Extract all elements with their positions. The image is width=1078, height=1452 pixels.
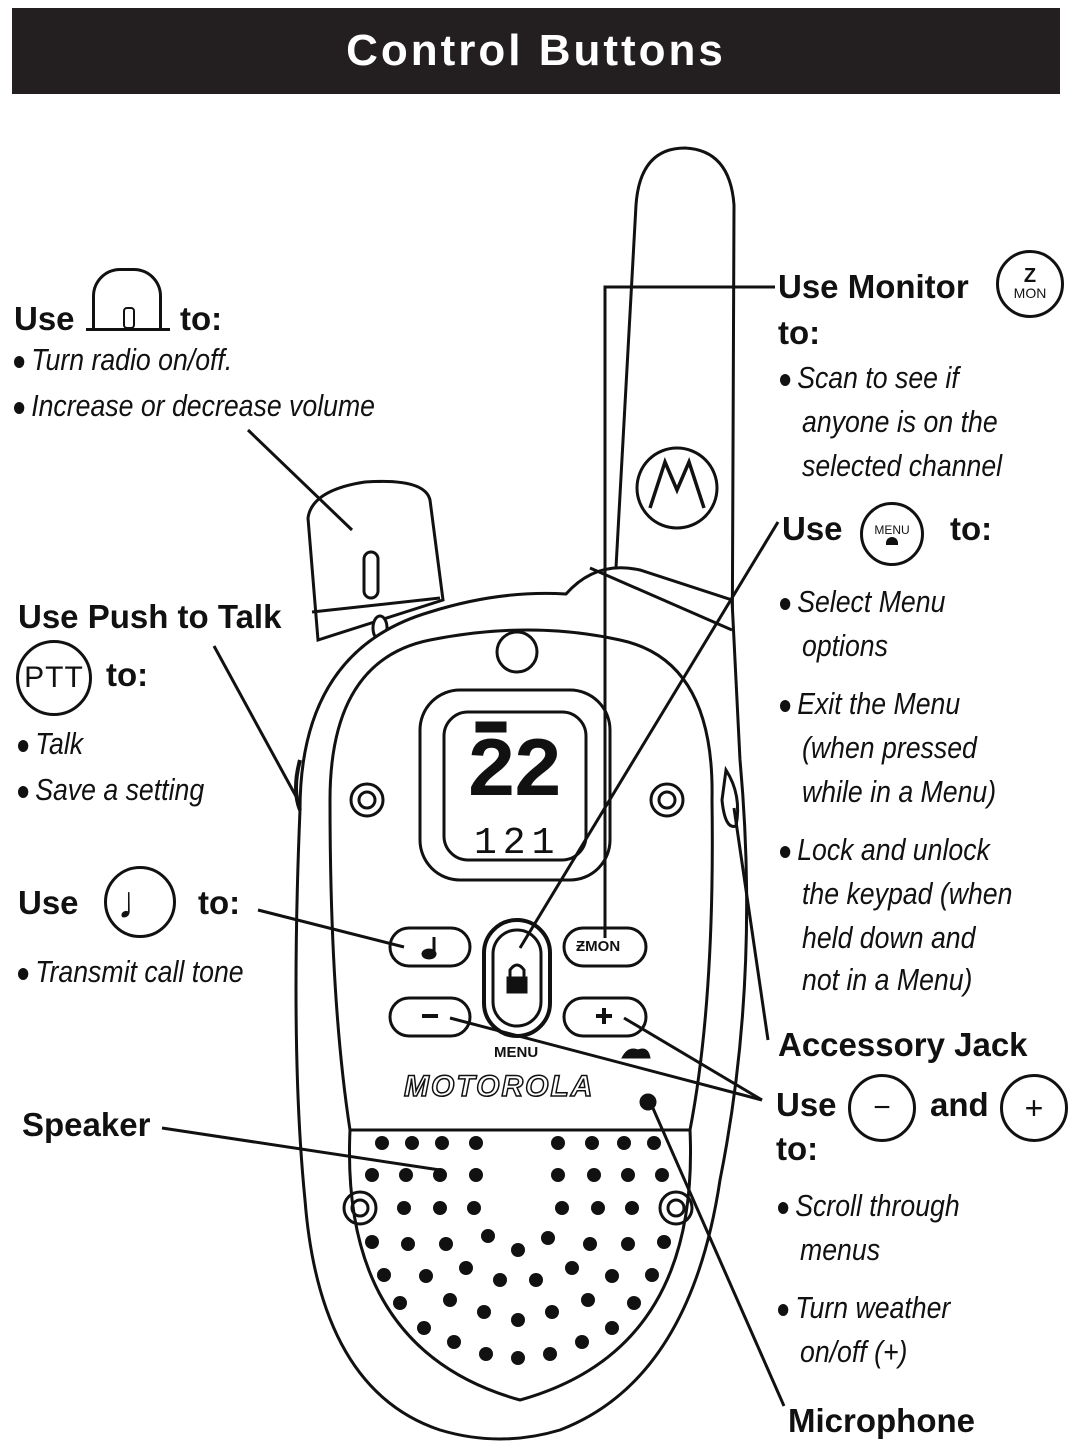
- menu-to-label: to:: [950, 510, 993, 547]
- scroll-use-label: Use: [776, 1086, 837, 1123]
- monitor-small-icon: Ƶ: [576, 938, 586, 955]
- speaker-grille: [365, 1136, 671, 1365]
- scroll-bullet-2: Turn weather: [778, 1290, 950, 1326]
- volume-to-label: to:: [180, 300, 223, 337]
- menu-lock-icon: MENU: [860, 502, 924, 566]
- ptt-bullet-1: Talk: [18, 726, 83, 762]
- display-bezel: [418, 688, 612, 882]
- monitor-bullet-3: selected channel: [802, 448, 1003, 483]
- display-code: 121: [474, 822, 561, 865]
- minus-icon: −: [848, 1074, 916, 1142]
- monitor-to-label: to:: [778, 314, 821, 351]
- menu-bullet-2: Exit the Menu: [780, 686, 960, 722]
- volume-knob-small-icon: [92, 268, 162, 330]
- weather-icon: [621, 1048, 651, 1059]
- battery-icon: [475, 721, 507, 733]
- menu-bullet-3: Lock and unlock: [780, 832, 990, 868]
- title-bar: Control Buttons: [12, 8, 1060, 94]
- monitor-bullet-1: Scan to see if: [780, 360, 959, 396]
- microphone-hole: [639, 1093, 657, 1111]
- motorola-logo-icon: [635, 446, 719, 530]
- display: [442, 710, 588, 862]
- menu-bullet-3d: not in a Menu): [802, 962, 973, 997]
- ptt-to-label: to:: [106, 656, 149, 693]
- ptt-bullet-2: Save a setting: [18, 772, 204, 808]
- tone-to-label: to:: [198, 884, 241, 921]
- volume-icon-base: [86, 328, 170, 331]
- brand-logo-text: MOTOROLA: [403, 1069, 595, 1104]
- accessory-jack-label: Accessory Jack: [778, 1026, 1028, 1063]
- menu-bullet-1b: options: [802, 628, 888, 663]
- menu-bullet-3c: held down and: [802, 920, 976, 955]
- tone-button: [388, 926, 472, 968]
- screw-icon: [649, 782, 685, 818]
- volume-bullet-2: Increase or decrease volume: [14, 388, 375, 424]
- microphone-label: Microphone: [788, 1402, 975, 1439]
- display-channel: 22: [466, 726, 563, 821]
- scroll-bullet-1b: menus: [800, 1232, 881, 1267]
- monitor-icon: Z MON: [996, 250, 1064, 318]
- plus-icon: +: [1000, 1074, 1068, 1142]
- menu-label: MENU: [494, 1044, 539, 1061]
- menu-bullet-1: Select Menu: [780, 584, 945, 620]
- screw-icon: [658, 1190, 694, 1226]
- volume-bullet-1: Turn radio on/off.: [14, 342, 232, 378]
- screw-icon: [349, 782, 385, 818]
- scroll-bullet-2b: on/off (+): [800, 1334, 908, 1369]
- monitor-bullet-2: anyone is on the: [802, 404, 998, 439]
- menu-bullet-2c: while in a Menu): [802, 774, 997, 809]
- leader-lines: [161, 285, 786, 1407]
- tone-use-label: Use: [18, 884, 79, 921]
- scroll-and-label: and: [930, 1086, 989, 1123]
- menu-bullet-2b: (when pressed: [802, 730, 977, 765]
- scroll-bullet-1: Scroll through: [778, 1188, 960, 1224]
- tone-bullet-1: Transmit call tone: [18, 954, 244, 990]
- ptt-icon: PTT: [16, 640, 92, 716]
- speaker-label: Speaker: [22, 1106, 151, 1143]
- monitor-heading: Use Monitor: [778, 268, 969, 305]
- menu-bullet-3b: the keypad (when: [802, 876, 1013, 911]
- page-title: Control Buttons: [346, 26, 726, 75]
- mon-button-label: ƵMON: [576, 938, 621, 955]
- scroll-to-label: to:: [776, 1130, 819, 1167]
- menu-use-label: Use: [782, 510, 843, 547]
- music-note-large-icon: ♩: [104, 866, 176, 938]
- volume-use-label: Use: [14, 300, 75, 337]
- ptt-heading: Use Push to Talk: [18, 598, 282, 635]
